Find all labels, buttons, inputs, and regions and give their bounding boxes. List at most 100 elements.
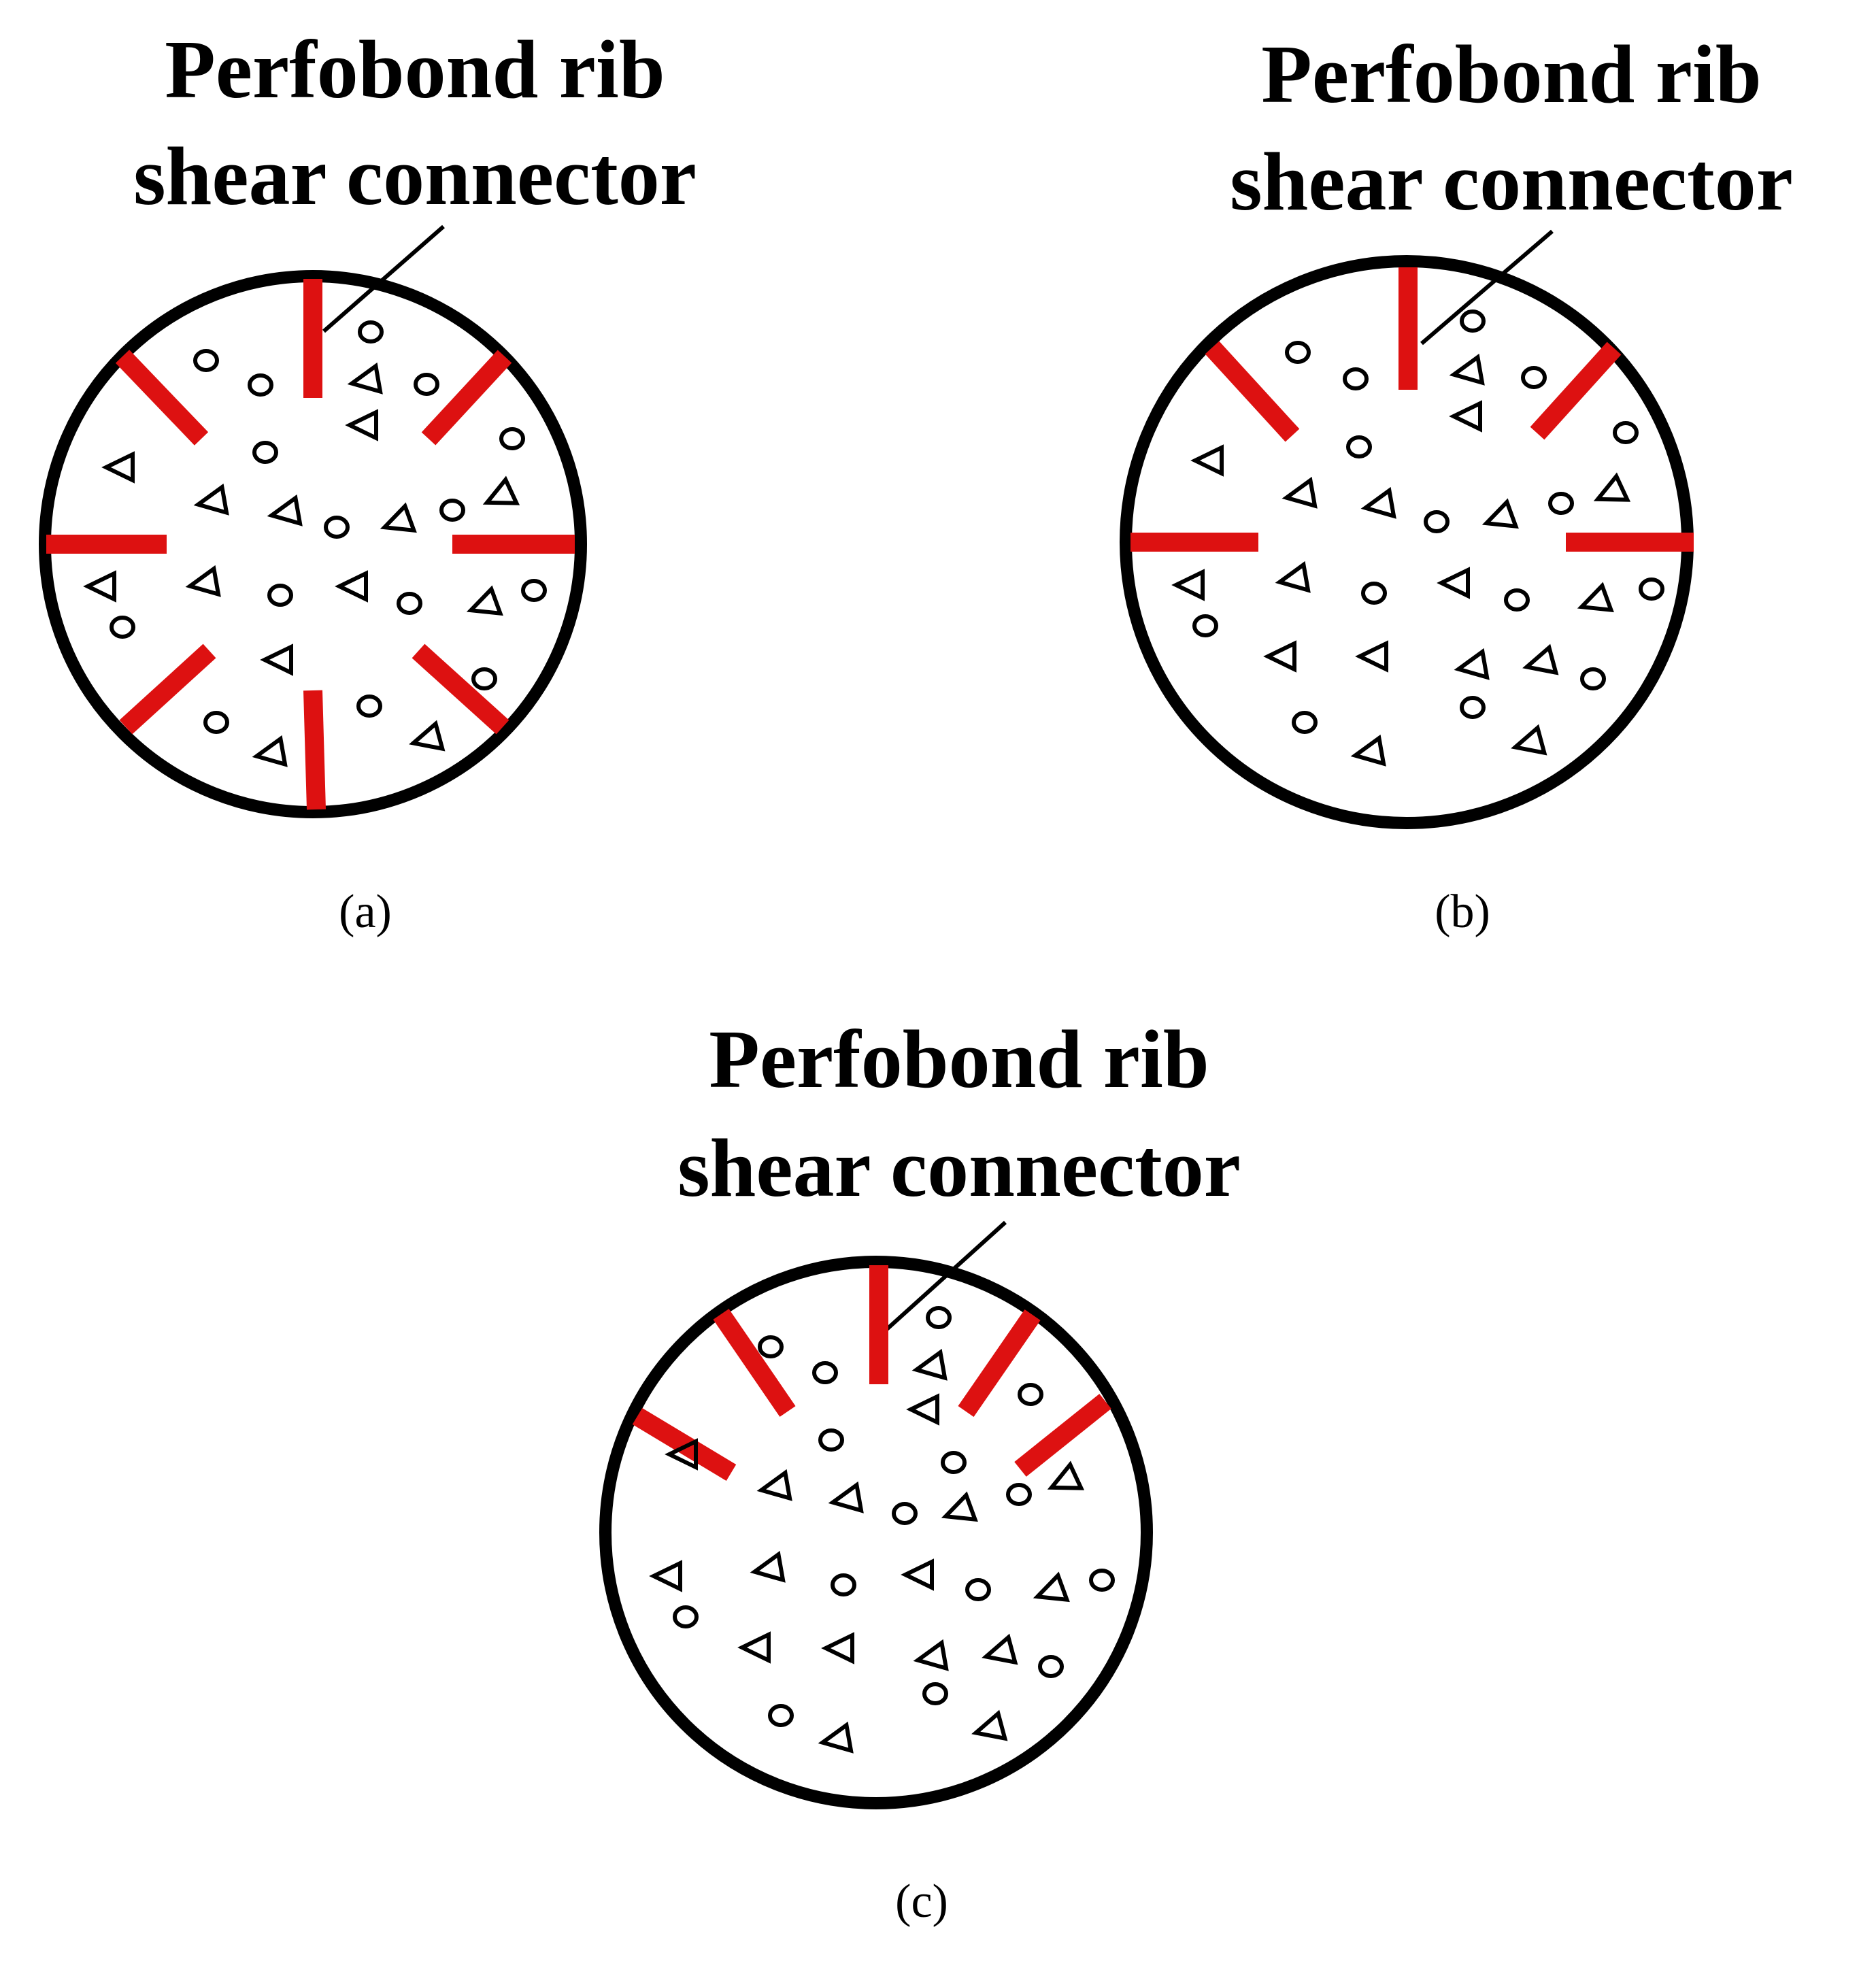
panel-b-title-line2: shear connector	[1230, 136, 1793, 228]
aggregate-circle	[768, 1704, 794, 1727]
aggregate-circle	[1504, 588, 1530, 612]
panel-a-ribs	[46, 279, 575, 810]
aggregate-triangle	[818, 1721, 854, 1754]
aggregate-triangle	[380, 502, 417, 533]
aggregate-circle	[358, 320, 384, 344]
aggregate-triangle	[347, 362, 383, 395]
aggregate-triangle	[901, 1558, 934, 1591]
aggregate-triangle	[1190, 444, 1224, 477]
aggregate-triangle	[737, 1631, 771, 1664]
aggregate-triangle	[185, 565, 221, 597]
panel-c: Perfobond rib shear connector (c)	[599, 1014, 1241, 1928]
aggregate-triangle	[1593, 472, 1631, 502]
aggregate-circle	[356, 695, 382, 718]
aggregate-circle	[414, 373, 439, 396]
aggregate-triangle	[1437, 567, 1470, 599]
aggregate-circle	[922, 1682, 948, 1705]
aggregate-triangle	[83, 570, 116, 603]
panel-b-ribs	[1130, 267, 1694, 552]
aggregate-circle	[1460, 310, 1486, 333]
aggregate-triangle	[828, 1481, 864, 1513]
aggregate-circle	[831, 1573, 856, 1596]
aggregate-circle	[193, 349, 219, 372]
aggregate-circle	[1361, 582, 1387, 605]
panel-b: Perfobond rib shear connector (b)	[1120, 29, 1793, 938]
panel-a-leader-line	[322, 224, 445, 333]
aggregate-circle	[1548, 492, 1574, 515]
aggregate-triangle	[906, 1393, 939, 1426]
aggregate-triangle	[267, 494, 303, 526]
aggregate-triangle	[252, 735, 288, 767]
aggregate-circle	[397, 592, 422, 615]
perfobond-rib	[303, 690, 326, 810]
perfobond-rib	[119, 643, 216, 735]
aggregate-circle	[926, 1306, 952, 1329]
aggregate-triangle	[482, 475, 520, 505]
perfobond-rib	[1530, 341, 1622, 440]
aggregate-triangle	[1511, 724, 1547, 756]
aggregate-circle	[1346, 435, 1372, 458]
perfobond-rib	[421, 350, 512, 446]
aggregate-circle	[1089, 1569, 1115, 1592]
aggregate-triangle	[1449, 353, 1485, 386]
aggregate-triangle	[466, 585, 503, 616]
aggregate-triangle	[193, 483, 229, 516]
aggregate-triangle	[665, 1438, 698, 1471]
perfobond-rib	[713, 1309, 796, 1417]
aggregate-circle	[1639, 578, 1664, 601]
aggregate-triangle	[1047, 1460, 1085, 1490]
panel-a-concrete-aggregate	[83, 320, 547, 767]
panel-a-caption: (a)	[339, 886, 392, 938]
perfobond-rib	[115, 350, 209, 446]
aggregate-circle	[673, 1605, 699, 1628]
aggregate-triangle	[409, 720, 446, 752]
aggregate-triangle	[345, 409, 378, 441]
panel-c-leader-line	[879, 1220, 1007, 1337]
aggregate-circle	[439, 499, 465, 522]
aggregate-circle	[521, 579, 547, 602]
aggregate-circle	[499, 427, 525, 450]
aggregate-circle	[758, 1335, 784, 1358]
aggregate-triangle	[1350, 734, 1386, 767]
aggregate-triangle	[1454, 648, 1490, 680]
perfobond-rib	[958, 1309, 1041, 1417]
panel-c-ribs	[632, 1265, 1111, 1481]
aggregate-triangle	[260, 643, 293, 676]
aggregate-circle	[1580, 667, 1606, 690]
aggregate-circle	[1292, 711, 1318, 734]
panel-c-steel-tube	[599, 1256, 1153, 1809]
panel-c-concrete-aggregate	[649, 1306, 1115, 1754]
aggregate-circle	[267, 584, 293, 607]
panel-a-steel-tube	[39, 270, 587, 818]
aggregate-triangle	[911, 1348, 948, 1381]
aggregate-triangle	[982, 1633, 1018, 1665]
aggregate-circle	[1521, 366, 1547, 389]
panel-b-leader-line	[1420, 229, 1554, 346]
perfobond-rib	[412, 643, 509, 735]
aggregate-triangle	[1033, 1571, 1070, 1603]
aggregate-triangle	[1522, 643, 1559, 675]
aggregate-circle	[892, 1502, 918, 1525]
aggregate-triangle	[1275, 561, 1311, 593]
aggregate-triangle	[941, 1491, 978, 1522]
aggregate-triangle	[821, 1632, 854, 1664]
aggregate-circle	[818, 1428, 844, 1452]
aggregate-circle	[1460, 696, 1486, 719]
aggregate-circle	[1343, 367, 1369, 390]
aggregate-triangle	[1355, 640, 1388, 673]
aggregate-triangle	[1481, 498, 1519, 529]
panel-b-caption: (b)	[1435, 886, 1490, 938]
panel-a: Perfobond rib shear connector (a)	[39, 24, 697, 938]
panel-c-title-line2: shear connector	[677, 1122, 1241, 1214]
aggregate-circle	[941, 1451, 967, 1474]
aggregate-circle	[1018, 1383, 1043, 1406]
aggregate-circle	[1613, 421, 1639, 444]
aggregate-triangle	[913, 1639, 949, 1671]
aggregate-circle	[1192, 614, 1218, 637]
perfobond-rib	[1014, 1394, 1111, 1477]
aggregate-triangle	[649, 1560, 682, 1592]
aggregate-circle	[324, 516, 350, 539]
panel-a-title-line1: Perfobond rib	[165, 24, 665, 116]
panel-b-concrete-aggregate	[1171, 310, 1664, 767]
